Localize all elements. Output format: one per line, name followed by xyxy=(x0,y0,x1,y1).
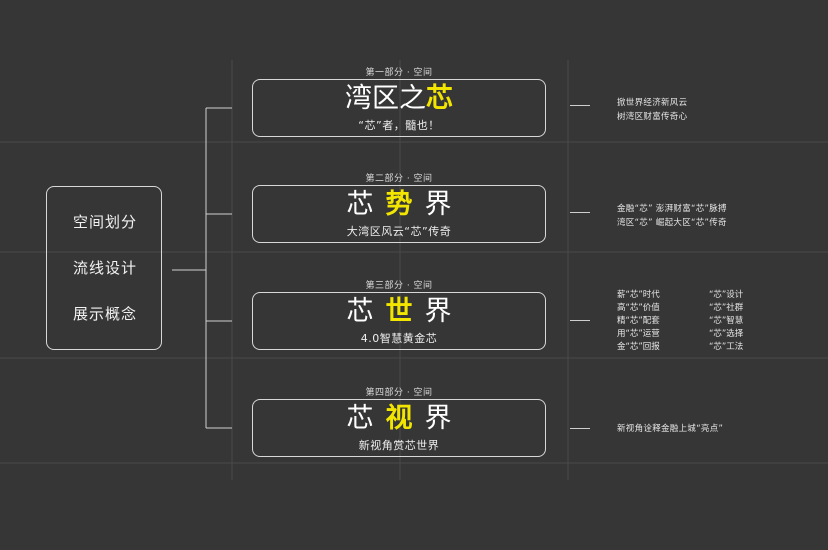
section-1-title-plain: 湾区之 xyxy=(345,83,426,114)
note-line: 树湾区财富传奇心 xyxy=(617,112,688,122)
section-4-label: 第四部分 · 空间 xyxy=(365,388,433,398)
section-1-label: 第一部分 · 空间 xyxy=(365,68,433,78)
section-2-title-right: 界 xyxy=(424,189,452,220)
section-4-title-highlight: 视 xyxy=(385,403,413,434)
section-1-title: 湾区之芯 xyxy=(253,82,545,116)
note-row: 精“芯”配套 “芯”智慧 xyxy=(617,315,743,328)
section-2-label: 第二部分 · 空间 xyxy=(365,174,433,184)
note-row: 高“芯”价值 “芯”社群 xyxy=(617,302,743,315)
section-1-notes: 掀世界经济新风云树湾区财富传奇心 xyxy=(617,96,687,124)
note-row: 金“芯”回报 “芯”工法 xyxy=(617,341,743,354)
note-line: 新视角诠释金融上城“亮点” xyxy=(617,424,724,434)
section-3-title-right: 界 xyxy=(424,296,452,327)
note-right: “芯”工法 xyxy=(709,342,744,352)
section-3-title: 芯世界 xyxy=(253,295,545,329)
section-4-notes: 新视角诠释金融上城“亮点” xyxy=(617,422,723,436)
section-2-title: 芯势界 xyxy=(253,188,545,222)
section-4-title-left: 芯 xyxy=(346,403,374,434)
note-right: “芯”设计 xyxy=(709,290,744,300)
section-3-box: 芯世界 4.0智慧黄金芯 xyxy=(252,292,546,350)
note-line: 掀世界经济新风云 xyxy=(617,98,688,108)
note-left: 金“芯”回报 xyxy=(617,342,660,352)
section-4-subtitle: 新视角赏芯世界 xyxy=(358,439,440,452)
note-right: “芯”社群 xyxy=(709,303,744,313)
connector-lines xyxy=(172,107,232,429)
section-1-dash xyxy=(570,105,590,106)
note-left: 用“芯”运营 xyxy=(617,329,660,339)
section-2-dash xyxy=(570,212,590,213)
section-3-label: 第三部分 · 空间 xyxy=(365,281,433,291)
note-row: 薪“芯”时代 “芯”设计 xyxy=(617,289,743,302)
note-line: 湾区“芯” 崛起大区“芯”传奇 xyxy=(617,218,727,228)
left-item-concept: 展示概念 xyxy=(72,305,137,323)
note-right: “芯”智慧 xyxy=(709,316,744,326)
section-4-title-right: 界 xyxy=(424,403,452,434)
section-1-subtitle: “芯”者，髓也！ xyxy=(358,119,440,132)
section-3-subtitle: 4.0智慧黄金芯 xyxy=(360,332,438,345)
section-3-notes: 薪“芯”时代 “芯”设计 高“芯”价值 “芯”社群 精“芯”配套 “芯”智慧 用“芯”… xyxy=(617,289,743,354)
section-4-dash xyxy=(570,428,590,429)
note-left: 高“芯”价值 xyxy=(617,303,660,313)
section-3-title-left: 芯 xyxy=(346,296,374,327)
section-4-box: 芯视界 新视角赏芯世界 xyxy=(252,399,546,457)
note-line: 金融“芯” 澎湃财富“芯”脉搏 xyxy=(617,204,727,214)
note-right: “芯”选择 xyxy=(709,329,744,339)
section-3-title-highlight: 世 xyxy=(385,296,413,327)
left-item-flow: 流线设计 xyxy=(72,259,137,277)
left-overview-box: 空间划分 流线设计 展示概念 xyxy=(46,186,162,350)
section-2-box: 芯势界 大湾区风云“芯”传奇 xyxy=(252,185,546,243)
section-2-subtitle: 大湾区风云“芯”传奇 xyxy=(346,225,452,238)
section-2-notes: 金融“芯” 澎湃财富“芯”脉搏湾区“芯” 崛起大区“芯”传奇 xyxy=(617,202,727,230)
background-grid xyxy=(0,60,828,480)
section-4-title: 芯视界 xyxy=(253,402,545,436)
note-left: 精“芯”配套 xyxy=(617,316,660,326)
section-2-title-highlight: 势 xyxy=(385,189,413,220)
note-left: 薪“芯”时代 xyxy=(617,290,660,300)
section-2-title-left: 芯 xyxy=(346,189,374,220)
left-item-space: 空间划分 xyxy=(72,213,137,231)
note-row: 用“芯”运营 “芯”选择 xyxy=(617,328,743,341)
section-1-box: 湾区之芯 “芯”者，髓也！ xyxy=(252,79,546,137)
section-1-title-highlight: 芯 xyxy=(426,83,453,114)
section-3-dash xyxy=(570,320,590,321)
